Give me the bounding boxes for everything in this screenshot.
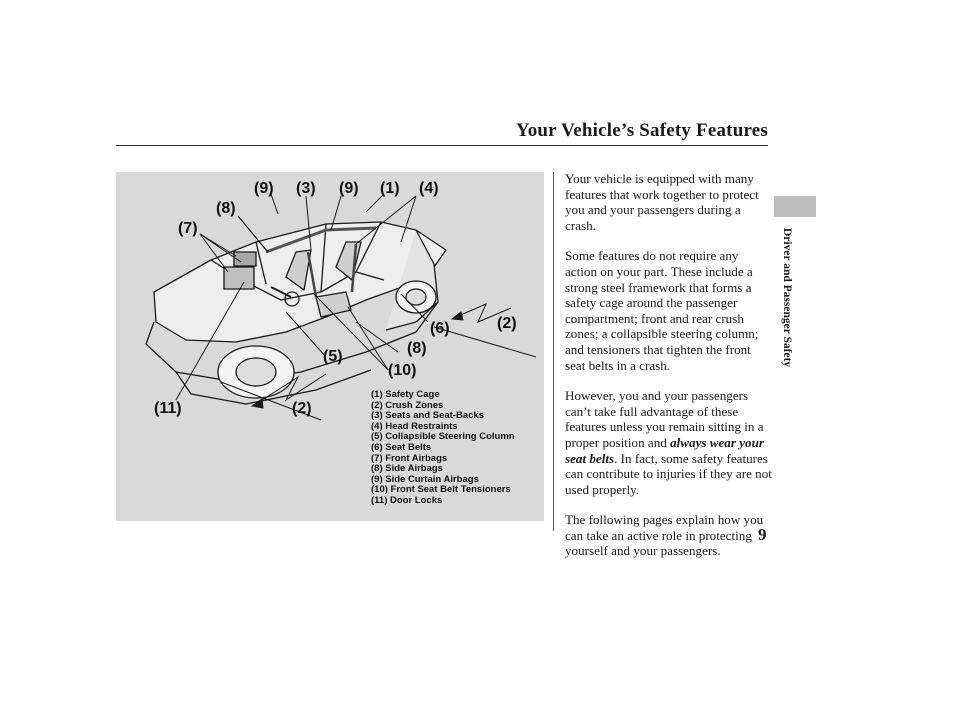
paragraph-text: . In fact, some safety features can cont…	[565, 450, 772, 497]
callout-8-bottom: (8)	[407, 340, 427, 357]
paragraph-text: However, you and your passengers can’t t…	[565, 388, 764, 450]
section-label: Driver and Passenger Safety	[781, 228, 809, 488]
callout-1: (1)	[380, 180, 400, 197]
callout-9-front: (9)	[339, 180, 359, 197]
callout-10: (10)	[388, 362, 417, 379]
paragraph-following-pages: The following pages explain how you can …	[565, 512, 764, 559]
safety-features-figure: (9) (3) (9) (1) (4) (8) (7) (6) (2) (8) …	[116, 172, 544, 521]
legend-item: (9) Side Curtain Airbags	[371, 473, 479, 485]
legend-item: (11) Door Locks	[371, 494, 443, 506]
legend-item: (2) Crush Zones	[371, 399, 444, 411]
legend-item: (3) Seats and Seat-Backs	[371, 410, 484, 422]
paragraph-passive-features: Some features do not require any action …	[565, 248, 759, 373]
header-rule	[116, 145, 768, 146]
callout-8-top: (8)	[216, 200, 236, 217]
body-text: Your vehicle is equipped with many featu…	[565, 171, 773, 574]
callout-9-rear: (9)	[254, 180, 274, 197]
legend-item: (7) Front Airbags	[371, 452, 448, 464]
callout-11: (11)	[154, 400, 182, 417]
legend-item: (8) Side Airbags	[371, 463, 443, 475]
legend-item: (5) Collapsible Steering Column	[371, 431, 515, 443]
legend-item: (10) Front Seat Belt Tensioners	[371, 484, 511, 496]
callout-5: (5)	[323, 348, 343, 365]
paragraph-seat-belts: However, you and your passengers can’t t…	[565, 388, 773, 497]
callout-7: (7)	[178, 220, 198, 237]
page-number: 9	[758, 525, 767, 544]
legend-item: (1) Safety Cage	[371, 389, 440, 400]
column-divider	[553, 172, 554, 531]
legend-item: (4) Head Restraints	[371, 420, 458, 432]
callout-2-front: (2)	[292, 400, 312, 417]
section-label-text: Driver and Passenger Safety	[781, 228, 793, 368]
callout-6: (6)	[430, 320, 450, 337]
car-cutaway-illustration	[145, 193, 537, 421]
page-title: Your Vehicle’s Safety Features	[515, 120, 768, 141]
emphasis-text: always wear your seat belts	[565, 434, 764, 466]
figure-legend: (1) Safety Cage (2) Crush Zones (3) Seat…	[371, 389, 515, 507]
callout-2-rear: (2)	[497, 315, 517, 332]
legend-item: (6) Seat Belts	[371, 441, 432, 453]
paragraph-intro: Your vehicle is equipped with many featu…	[565, 171, 759, 233]
callout-3: (3)	[296, 180, 316, 197]
callout-4: (4)	[419, 180, 439, 197]
section-tab-marker	[774, 196, 816, 217]
